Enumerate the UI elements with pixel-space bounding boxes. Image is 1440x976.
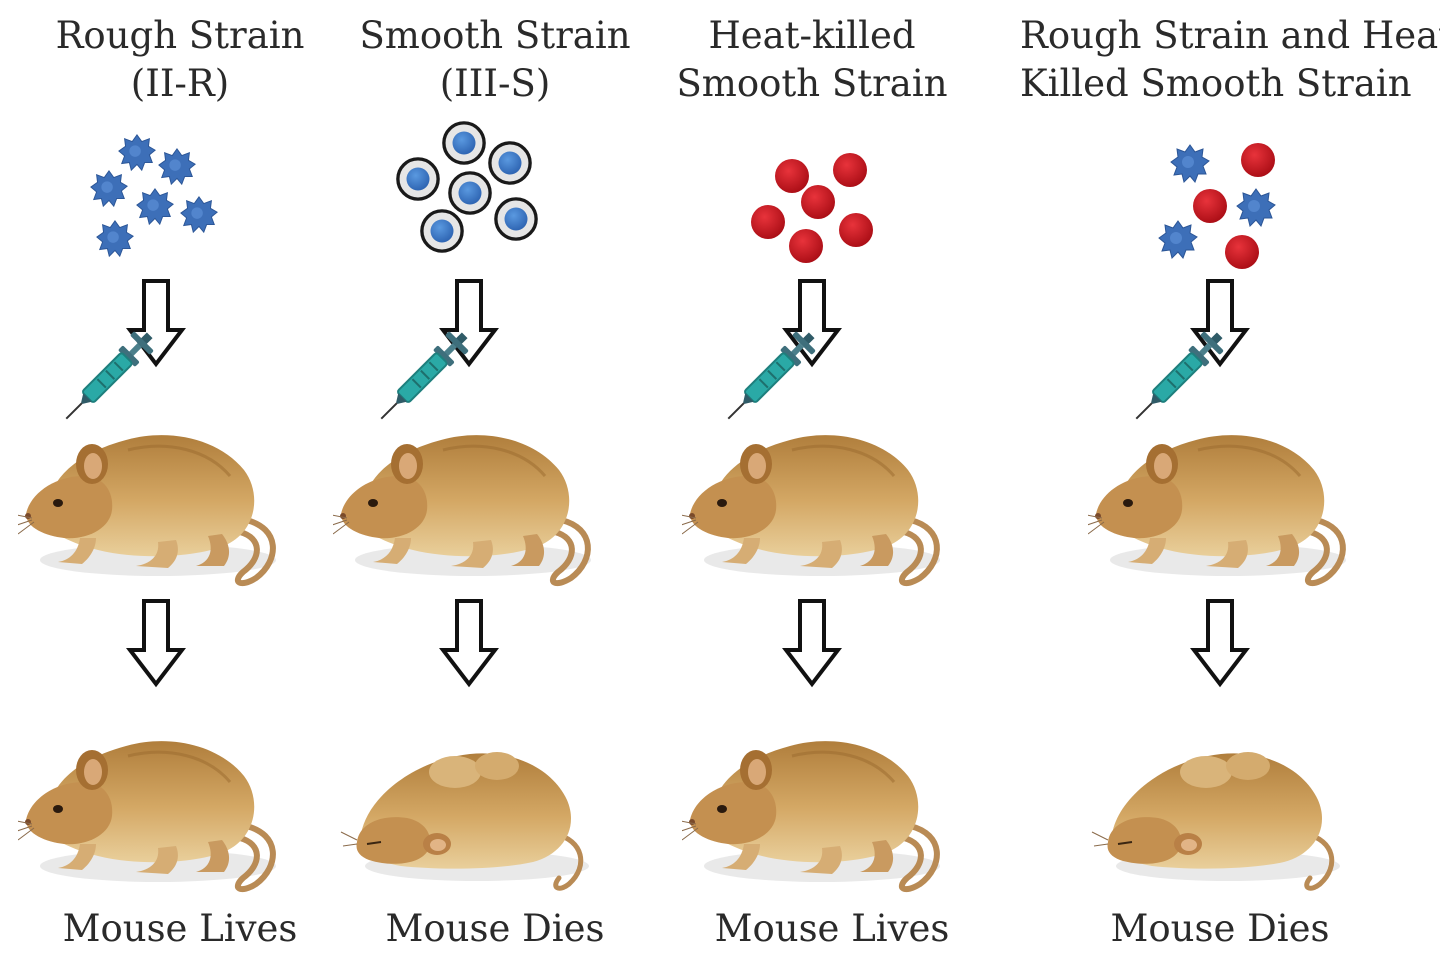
heat-killed-bacterium-icon	[833, 153, 867, 187]
down-arrow-icon	[441, 599, 497, 686]
column-illustration	[632, 153, 992, 976]
column-illustration	[0, 134, 360, 976]
heat-killed-bacterium-icon	[1241, 143, 1275, 177]
smooth-bacterium-icon	[494, 197, 538, 241]
rough-bacterium-icon	[180, 196, 218, 233]
mixed-bacteria-cluster	[1158, 143, 1276, 269]
rough-bacterium-icon	[1158, 220, 1198, 259]
heat-killed-bacterium-icon	[801, 185, 835, 219]
mouse-result-icon	[1092, 752, 1340, 888]
title-line-2: Smooth Strain	[676, 62, 948, 105]
rough-bacterium-icon	[118, 134, 156, 171]
heat-killed-bacterium-icon	[775, 159, 809, 193]
down-arrow-icon	[1192, 599, 1248, 686]
result-label: Mouse Lives	[62, 907, 298, 950]
column-heat-killed-strain: Heat-killed Smooth Strain Mouse Lives	[632, 0, 992, 976]
rough-bacterium-icon	[136, 188, 174, 225]
syringe-icon	[1128, 324, 1228, 430]
rough-bacterium-icon	[96, 220, 134, 257]
result-label: Mouse Dies	[385, 907, 605, 950]
column-title: Heat-killed Smooth Strain	[632, 12, 992, 108]
title-line-1: Smooth Strain	[359, 14, 631, 57]
down-arrow-icon	[784, 599, 840, 686]
mouse-result-icon	[341, 752, 589, 888]
smooth-bacterium-icon	[420, 209, 464, 253]
rough-bacterium-icon	[1170, 144, 1210, 183]
heat-killed-bacterium-icon	[1225, 235, 1259, 269]
syringe-icon	[58, 324, 158, 430]
mouse-before-icon	[1082, 435, 1346, 583]
syringe-icon	[720, 324, 820, 430]
title-line-2: Killed Smooth Strain	[1020, 62, 1412, 105]
column-illustration	[1040, 143, 1400, 976]
rough-bacterium-icon	[90, 170, 128, 207]
mouse-result-icon	[676, 741, 940, 889]
rough-bacteria-cluster	[90, 134, 218, 257]
result-label: Mouse Dies	[1110, 907, 1330, 950]
smooth-bacteria-cluster	[396, 121, 538, 253]
column-illustration	[315, 121, 675, 976]
smooth-bacterium-icon	[448, 171, 492, 215]
smooth-bacterium-icon	[488, 141, 532, 185]
title-line-1: Heat-killed	[708, 14, 916, 57]
column-title: Rough Strain and Heat- Killed Smooth Str…	[1020, 12, 1440, 108]
heat-killed-bacterium-icon	[839, 213, 873, 247]
title-line-1: Rough Strain	[55, 14, 305, 57]
title-line-1: Rough Strain and Heat-	[1020, 14, 1440, 57]
result-label: Mouse Lives	[714, 907, 950, 950]
rough-bacterium-icon	[1236, 188, 1276, 227]
smooth-bacterium-icon	[442, 121, 486, 165]
mouse-before-icon	[676, 435, 940, 583]
column-rough-strain: Rough Strain (II-R) Mouse Lives	[0, 0, 360, 976]
mouse-before-icon	[327, 435, 591, 583]
syringe-icon	[373, 324, 473, 430]
heat-killed-bacterium-icon	[751, 205, 785, 239]
heat-killed-bacterium-icon	[789, 229, 823, 263]
heat-killed-bacteria-cluster	[751, 153, 873, 263]
rough-bacterium-icon	[158, 148, 196, 185]
column-mixed-strain: Rough Strain and Heat- Killed Smooth Str…	[1020, 0, 1440, 976]
mouse-result-icon	[12, 741, 276, 889]
title-line-2: (III-S)	[439, 62, 551, 105]
mouse-before-icon	[12, 435, 276, 583]
down-arrow-icon	[128, 279, 184, 366]
column-title: Smooth Strain (III-S)	[315, 12, 675, 108]
title-line-2: (II-R)	[130, 62, 230, 105]
down-arrow-icon	[128, 599, 184, 686]
heat-killed-bacterium-icon	[1193, 189, 1227, 223]
column-title: Rough Strain (II-R)	[0, 12, 360, 108]
column-smooth-strain: Smooth Strain (III-S) Mouse Dies	[315, 0, 675, 976]
smooth-bacterium-icon	[396, 157, 440, 201]
